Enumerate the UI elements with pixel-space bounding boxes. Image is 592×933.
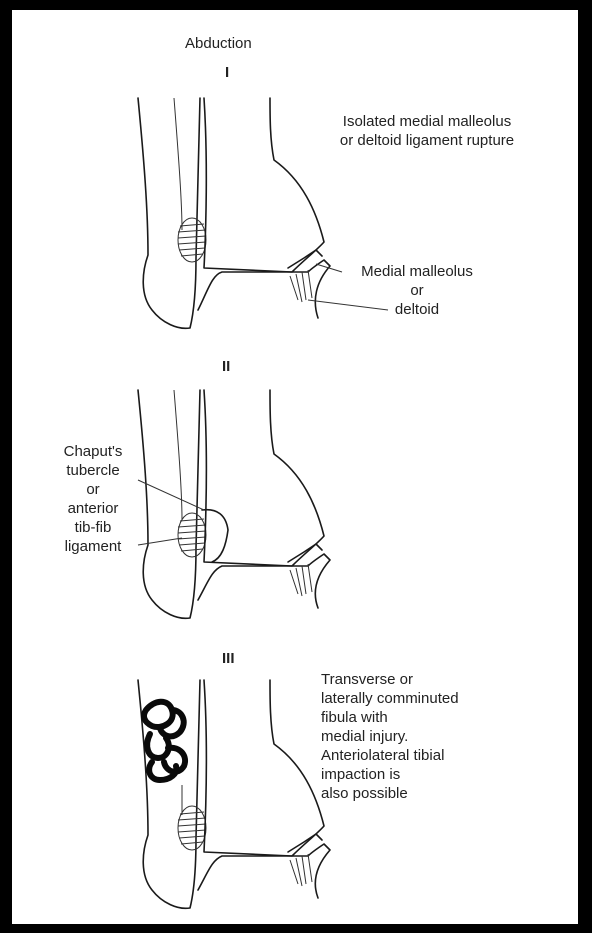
ankle-illustrations bbox=[12, 10, 578, 924]
stage-1-syndesmosis bbox=[178, 218, 206, 262]
stage-3-deltoid-ligament bbox=[290, 854, 312, 886]
stage-3-ankle-illustration bbox=[138, 680, 330, 908]
stage-3-fibula bbox=[138, 680, 200, 908]
stage-1-ankle-illustration bbox=[138, 98, 388, 328]
stage-2-leader-line-2 bbox=[138, 538, 182, 545]
stage-1-deltoid-ligament bbox=[290, 270, 312, 302]
stage-1-tibia bbox=[204, 98, 324, 272]
stage-2-deltoid-ligament bbox=[290, 564, 312, 596]
stage-2-syndesmosis bbox=[178, 513, 206, 557]
stage-3-comminuted-fibula-fracture bbox=[144, 702, 185, 780]
stage-2-fibula-inner-line bbox=[174, 390, 182, 520]
stage-2-leader-line-1 bbox=[138, 480, 204, 510]
stage-3-syndesmosis bbox=[178, 806, 206, 850]
stage-1-fibula bbox=[138, 98, 200, 328]
stage-1-leader-line-2 bbox=[308, 300, 388, 310]
stage-2-tibia bbox=[204, 390, 324, 566]
stage-1-fibula-inner-line bbox=[174, 98, 182, 230]
diagram-panel: Abduction I Isolated medial malleolus or… bbox=[12, 10, 578, 924]
stage-2-ankle-illustration bbox=[138, 390, 330, 618]
stage-3-tibia bbox=[204, 680, 324, 856]
